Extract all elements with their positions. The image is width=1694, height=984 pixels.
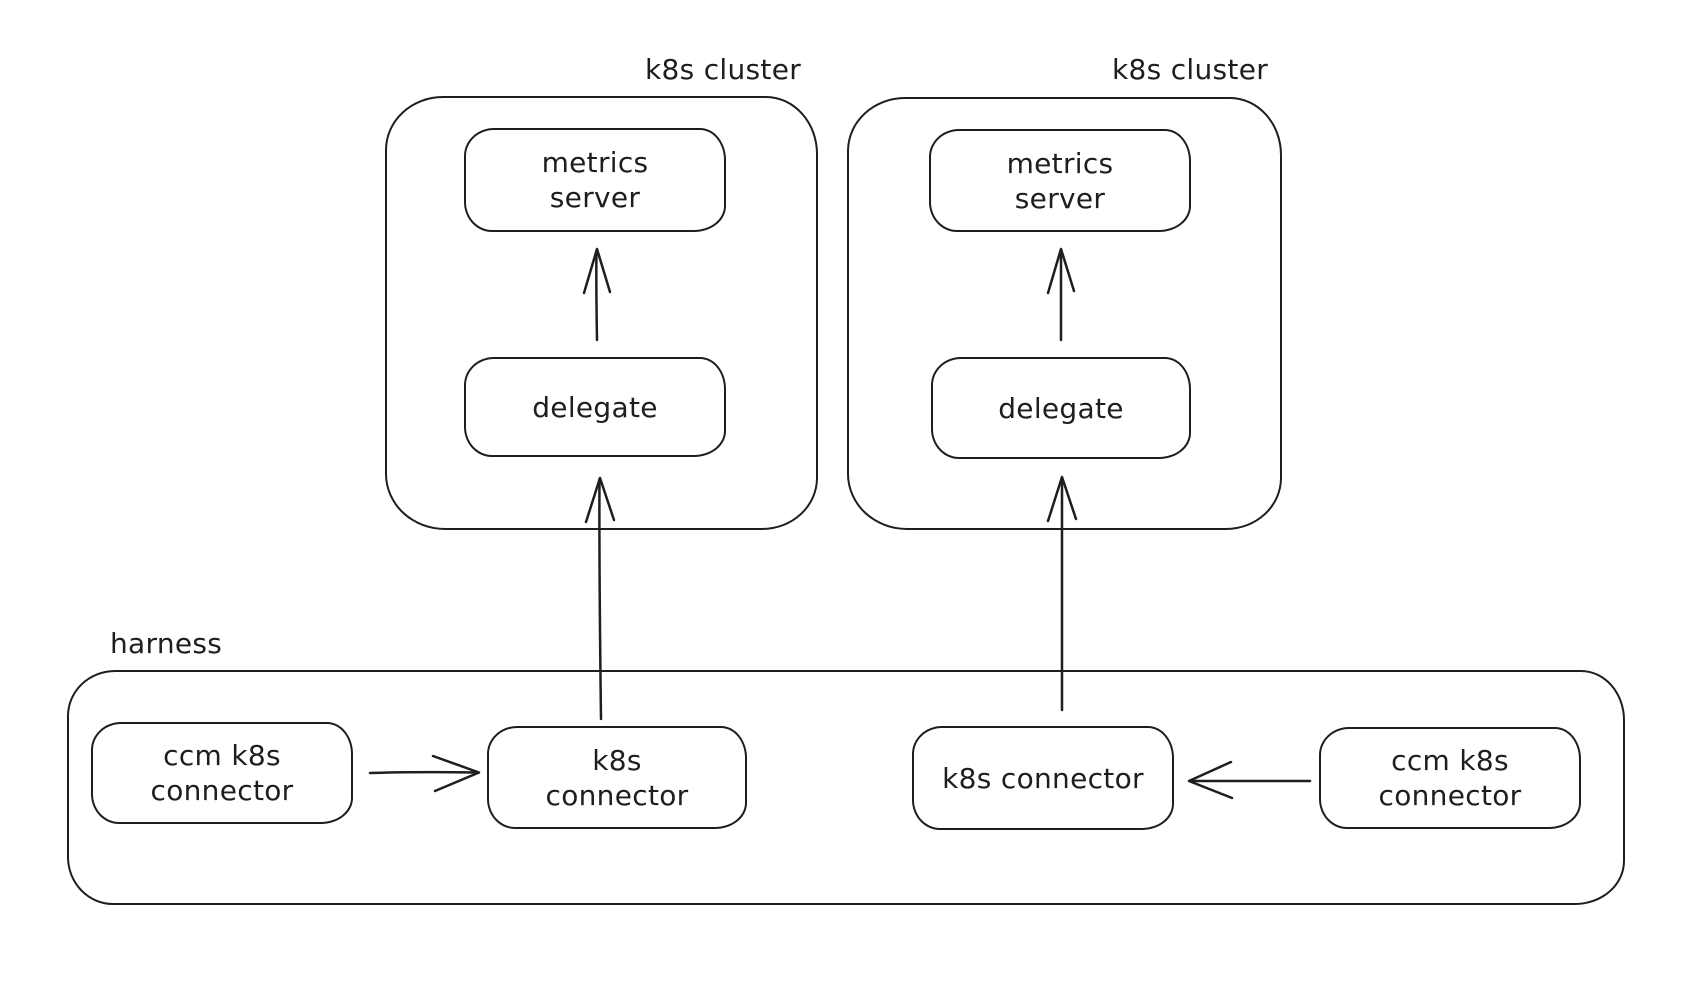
node-k8s-connector-left-label: k8s connector: [545, 743, 689, 812]
node-ccm-k8s-connector-right: ccm k8s connector: [1319, 727, 1581, 829]
harness-label: harness: [110, 627, 223, 660]
node-ccm-k8s-connector-left: ccm k8s connector: [91, 722, 353, 824]
node-delegate-right-label: delegate: [998, 391, 1124, 425]
node-ccm-k8s-connector-right-label: ccm k8s connector: [1378, 744, 1522, 812]
node-ccm-k8s-connector-left-label: ccm k8s connector: [150, 739, 294, 807]
node-k8s-connector-left: k8s connector: [487, 726, 747, 829]
node-metrics-server-left: metrics server: [464, 128, 726, 232]
node-metrics-server-right-label: metrics server: [1006, 146, 1114, 215]
cluster-left-box: metrics server delegate: [385, 96, 818, 530]
node-metrics-server-left-label: metrics server: [541, 146, 649, 214]
cluster-right-box: metrics server delegate: [847, 97, 1282, 530]
node-delegate-left-label: delegate: [532, 390, 658, 424]
cluster-left-label: k8s cluster: [645, 53, 802, 86]
node-k8s-connector-right-label: k8s connector: [942, 761, 1144, 795]
harness-box: ccm k8s connector k8s connector k8s conn…: [67, 670, 1625, 905]
cluster-right-label: k8s cluster: [1112, 53, 1269, 86]
node-delegate-right: delegate: [931, 357, 1191, 459]
node-metrics-server-right: metrics server: [929, 129, 1191, 232]
node-k8s-connector-right: k8s connector: [912, 726, 1174, 830]
node-delegate-left: delegate: [464, 357, 726, 457]
